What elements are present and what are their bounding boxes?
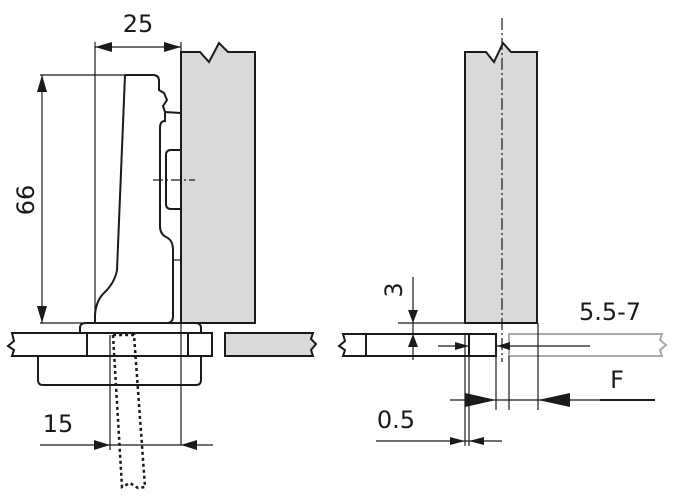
arrowheads [455, 342, 510, 350]
dim-0-5-label: 0.5 [377, 406, 415, 434]
arrowheads [450, 437, 484, 445]
glass-panel [6, 332, 213, 357]
dim-3-label: 3 [380, 282, 408, 297]
ghost-panel [508, 333, 668, 357]
arrowheads [408, 310, 418, 347]
door-panel [180, 41, 256, 324]
left-view: 25 66 15 [6, 10, 318, 490]
dim-25-label: 25 [123, 10, 154, 38]
glass-panel-right [337, 333, 497, 357]
dim-66-label: 66 [12, 185, 40, 216]
door-panel-right [464, 41, 538, 324]
adjacent-panel [224, 332, 318, 357]
force-label: F [610, 366, 624, 394]
dim-15-label: 15 [43, 410, 74, 438]
right-view: 3 5.5-7 F 0.5 [337, 18, 668, 446]
hinge-arm [94, 74, 182, 324]
force-arrowheads [465, 393, 570, 407]
lower-cup [37, 356, 202, 386]
dim-gap-label: 5.5-7 [579, 298, 641, 326]
base-plate [79, 322, 202, 333]
screw-hidden [111, 333, 147, 490]
